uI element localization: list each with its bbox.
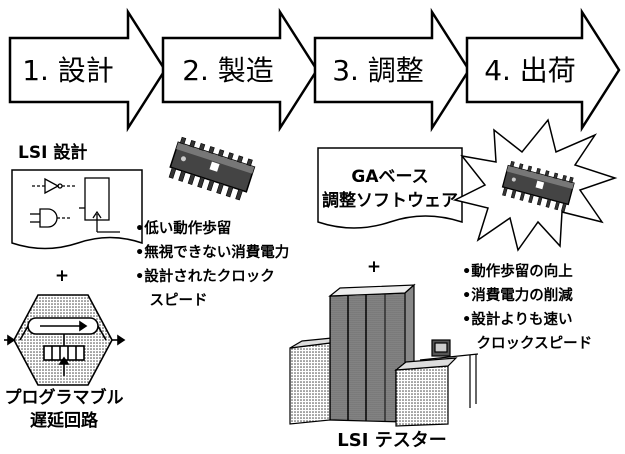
chip-icon (168, 136, 256, 201)
ship-bullet-4: クロックスピード (462, 335, 592, 352)
software-line1: GAベース (351, 167, 428, 187)
logic-gate-icon (30, 177, 120, 233)
delay-label-line1: プログラマブル (5, 387, 124, 408)
design-plus: + (55, 266, 69, 286)
ship-bullet-2: •消費電力の削減 (462, 286, 573, 304)
step-arrow-1: 1. 設計 (8, 7, 167, 133)
manufacture-bullet-3: •設計されたクロック (135, 267, 275, 285)
step-label-3: 3. 調整 (332, 54, 424, 87)
ship-bullet-3: •設計よりも速い (462, 310, 572, 328)
shipped-chip-icon (501, 160, 575, 212)
lsi-design-title: LSI 設計 (18, 142, 87, 163)
design-document (11, 169, 143, 250)
step-label-2: 2. 製造 (182, 54, 274, 87)
manufacture-bullet-4: スピード (135, 292, 208, 309)
step-label-4: 4. 出荷 (484, 54, 576, 87)
software-line2: 調整ソフトウェア (322, 190, 458, 211)
step-label-1: 1. 設計 (22, 54, 114, 87)
delay-label-line2: 遅延回路 (30, 410, 99, 431)
delay-circuit-icon (4, 294, 126, 386)
software-document: GAベース 調整ソフトウェア (317, 147, 463, 229)
step-arrow-2: 2. 製造 (161, 7, 319, 133)
manufacture-bullet-2: •無視できない消費電力 (135, 243, 289, 261)
tester-label: LSI テスター (337, 430, 446, 450)
step-arrow-4: 4. 出荷 (465, 7, 621, 133)
manufacture-bullet-1: •低い動作歩留 (135, 219, 231, 237)
ship-bullet-1: •動作歩留の向上 (462, 262, 573, 280)
tester-machine-icon (289, 283, 479, 427)
step-arrow-3: 3. 調整 (313, 7, 471, 133)
adjust-plus: + (367, 257, 381, 277)
burst-icon (452, 118, 618, 252)
